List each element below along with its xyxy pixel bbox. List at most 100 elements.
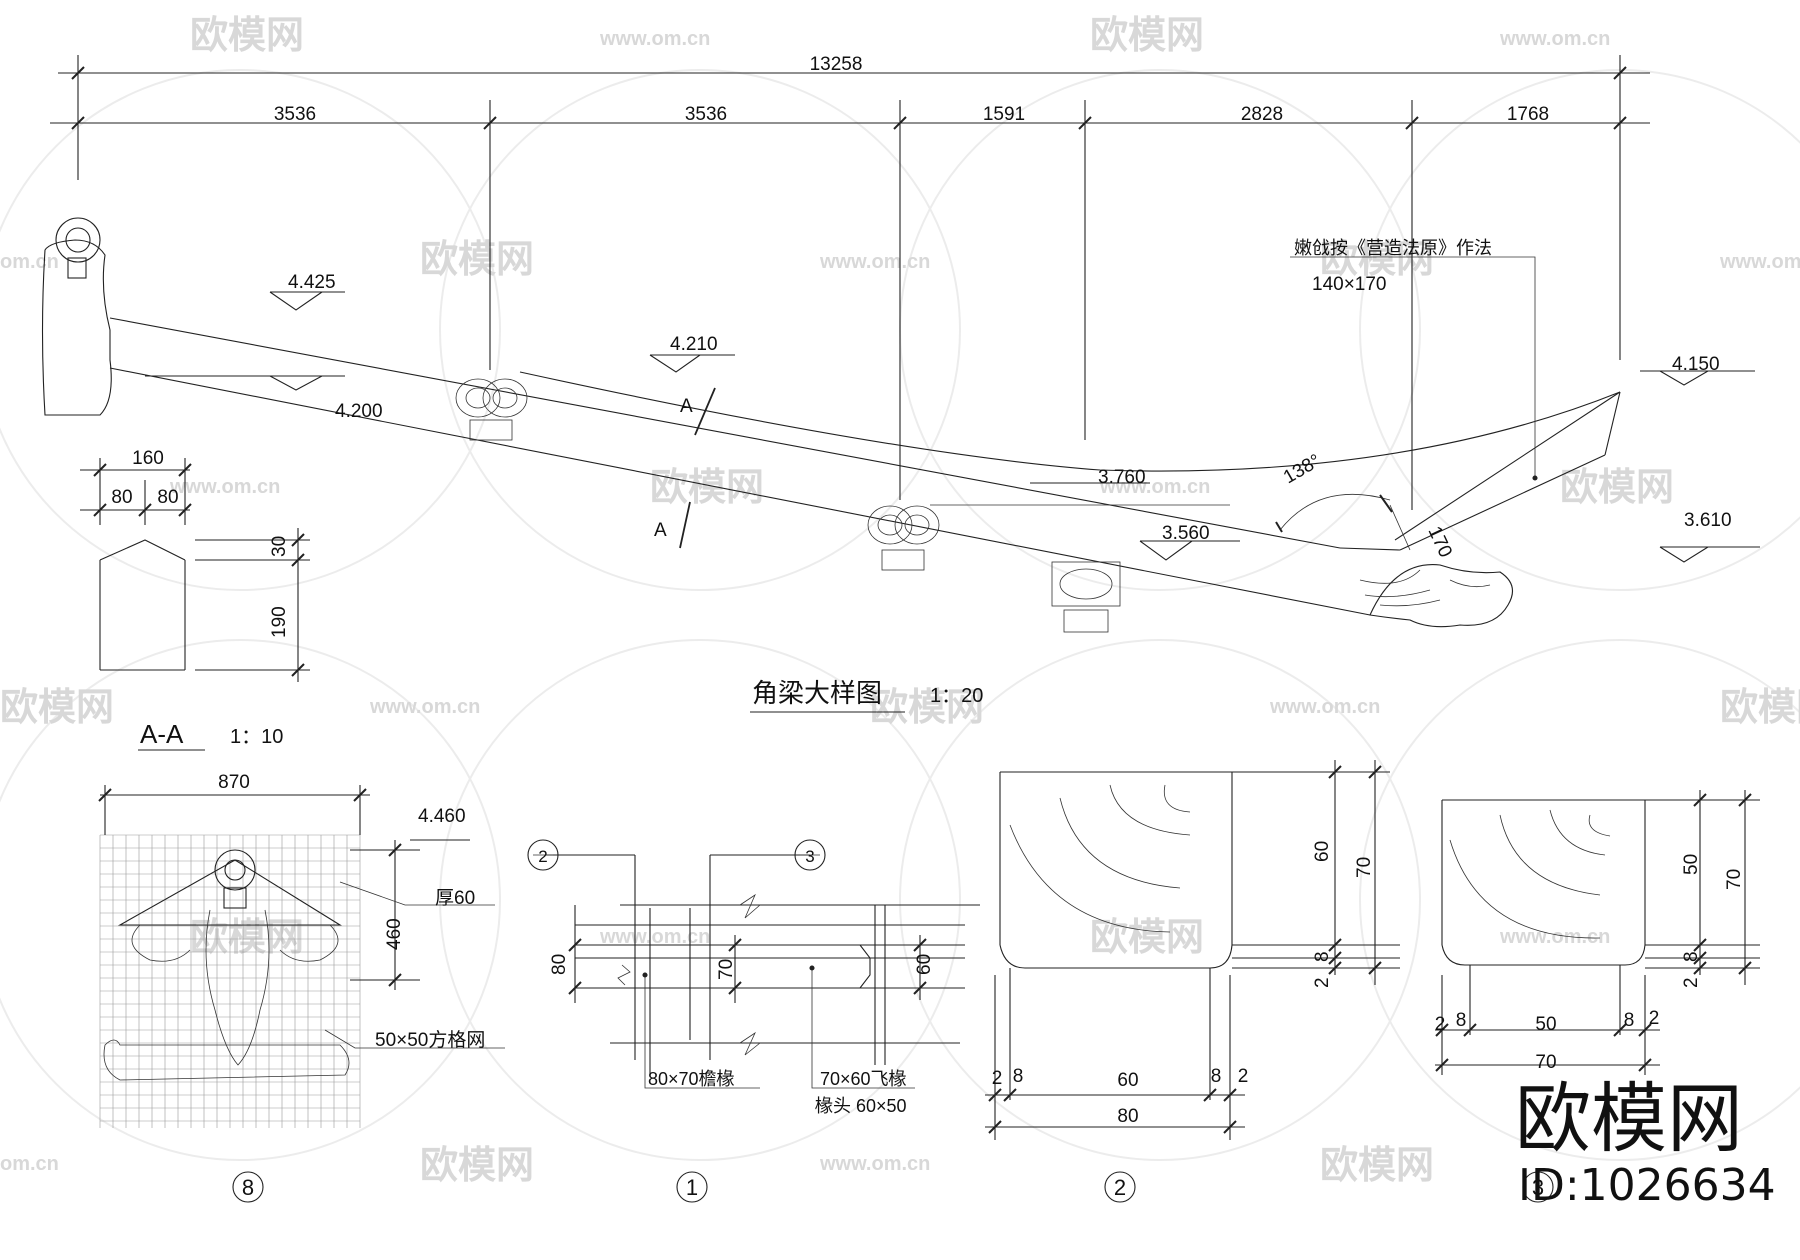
detail1-number-circle <box>676 1171 708 1203</box>
watermark-brand: 欧模网 <box>1720 687 1800 729</box>
detail8-height: 460 <box>384 918 405 950</box>
watermark-url: www.om.cn <box>169 476 280 498</box>
watermark-brand: 欧模网 <box>190 15 304 57</box>
section-height: 190 <box>269 606 290 638</box>
dim-seg5: 1768 <box>1507 104 1549 125</box>
detail3-w8a: 8 <box>1456 1010 1467 1031</box>
elevation-4425: 4.425 <box>288 272 336 293</box>
dim-seg1: 3536 <box>274 104 316 125</box>
watermark-url: www.om.cn <box>599 28 710 50</box>
section-top-height: 30 <box>269 536 290 557</box>
detail2-w80: 80 <box>1117 1106 1138 1127</box>
detail1-ref-3: 3 <box>805 847 814 866</box>
dim-seg3: 1591 <box>983 104 1025 125</box>
elevation-4460: 4.460 <box>418 806 466 827</box>
watermark-brand: 欧模网 <box>870 687 984 729</box>
detail2-number: 2 <box>1114 1175 1126 1200</box>
watermark-brand: 欧模网 <box>190 917 304 959</box>
watermark-layer: 欧模网 欧模网 www.om.cn www.om.cn 欧模网 www.om.c… <box>0 15 1800 1187</box>
main-title: 角梁大样图 <box>752 678 882 708</box>
detail3-h2: 2 <box>1681 977 1702 988</box>
detail-8: 870 4.460 460 厚60 50×50方格网 8 <box>98 772 505 1203</box>
detail1-dim-60: 60 <box>914 954 935 975</box>
watermark-brand: 欧模网 <box>1320 239 1434 281</box>
watermark-url: www.om.cn <box>1499 926 1610 948</box>
detail-3 <box>1435 790 1760 1075</box>
dim-seg2: 3536 <box>685 104 727 125</box>
elevation-4200: 4.200 <box>335 401 383 422</box>
corner-beam <box>41 217 1621 633</box>
dim-total: 13258 <box>810 54 863 75</box>
note-nenqiang: 嫩戗按《营造法原》作法 <box>1294 238 1492 258</box>
section-mark-a-bottom: A <box>654 520 667 541</box>
main-scale: 1：20 <box>930 685 983 707</box>
watermark-url: www.om.cn <box>1719 251 1800 273</box>
watermark-brand: 欧模网 <box>420 1145 534 1187</box>
detail3-w2a: 2 <box>1435 1014 1446 1035</box>
watermark-url: www.om.cn <box>599 926 710 948</box>
section-half-right: 80 <box>157 487 178 508</box>
elevation-4210: 4.210 <box>670 334 718 355</box>
elevation-3560: 3.560 <box>1162 523 1210 544</box>
detail2-h2: 2 <box>1312 977 1333 988</box>
detail-2 <box>985 760 1400 1140</box>
detail3-w8b: 8 <box>1624 1010 1635 1031</box>
watermark-url: www.om.cn <box>1099 476 1210 498</box>
watermark-url-short: om.cn <box>0 251 59 273</box>
section-mark-a-top: A <box>680 396 693 417</box>
detail1-ref-2: 2 <box>538 847 547 866</box>
brand-logo-text: 欧模网 <box>1515 1074 1743 1163</box>
top-dimension-chain <box>50 55 1650 510</box>
detail3-h50: 50 <box>1681 854 1702 875</box>
watermark-url: www.om.cn <box>819 1153 930 1175</box>
detail3-h70: 70 <box>1724 869 1745 890</box>
detail3-w2b: 2 <box>1649 1008 1660 1029</box>
detail2-w60: 60 <box>1117 1070 1138 1091</box>
detail1-rafter-head: 椽头 60×50 <box>815 1096 907 1116</box>
detail3-number: 3 <box>1532 1175 1544 1200</box>
watermark-brand: 欧模网 <box>1090 15 1204 57</box>
watermark-url-short: om.cn <box>0 1153 59 1175</box>
detail1-rafter-b: 70×60飞椽 <box>820 1069 907 1089</box>
section-half-left: 80 <box>111 487 132 508</box>
detail8-number: 8 <box>242 1175 254 1200</box>
detail3-number-circle <box>1522 1171 1554 1203</box>
watermark-url: www.om.cn <box>1269 696 1380 718</box>
detail3-w50: 50 <box>1535 1014 1556 1035</box>
detail2-w8a: 8 <box>1013 1066 1024 1087</box>
elevation-markers <box>145 291 1760 563</box>
detail8-width: 870 <box>218 772 250 793</box>
detail2-number-circle <box>1104 1171 1136 1203</box>
dim-seg4: 2828 <box>1241 104 1283 125</box>
detail1-number: 1 <box>686 1175 698 1200</box>
grid-50x50 <box>99 834 361 1128</box>
elevation-3760: 3.760 <box>1098 467 1146 488</box>
detail1-dim-80: 80 <box>549 954 570 975</box>
detail2-h8: 8 <box>1312 951 1333 962</box>
watermark-brand: 欧模网 <box>0 687 114 729</box>
detail1-rafter-a: 80×70檐椽 <box>648 1069 735 1089</box>
section-width: 160 <box>132 448 164 469</box>
detail3-w70: 70 <box>1535 1052 1556 1073</box>
detail2-w2a: 2 <box>992 1068 1003 1089</box>
watermark-brand: 欧模网 <box>420 239 534 281</box>
elevation-4150: 4.150 <box>1672 354 1720 375</box>
detail2-w8b: 8 <box>1211 1066 1222 1087</box>
watermark-brand: 欧模网 <box>650 467 764 509</box>
detail-1 <box>527 839 980 1089</box>
detail8-grid-note: 50×50方格网 <box>375 1029 485 1051</box>
detail2-h60: 60 <box>1312 841 1333 862</box>
elevation-3610: 3.610 <box>1684 510 1732 531</box>
watermark-url: www.om.cn <box>1499 28 1610 50</box>
section-aa <box>80 458 310 682</box>
watermark-brand: 欧模网 <box>1090 917 1204 959</box>
watermark-url: www.om.cn <box>819 251 930 273</box>
angle-label: 138° <box>1280 450 1325 488</box>
detail1-dim-70: 70 <box>716 959 737 980</box>
note-nenqiang-size: 140×170 <box>1312 274 1387 295</box>
detail3-h8: 8 <box>1681 951 1702 962</box>
watermark-brand: 欧模网 <box>1560 467 1674 509</box>
detail2-h70: 70 <box>1354 857 1375 878</box>
detail2-w2b: 2 <box>1238 1066 1249 1087</box>
